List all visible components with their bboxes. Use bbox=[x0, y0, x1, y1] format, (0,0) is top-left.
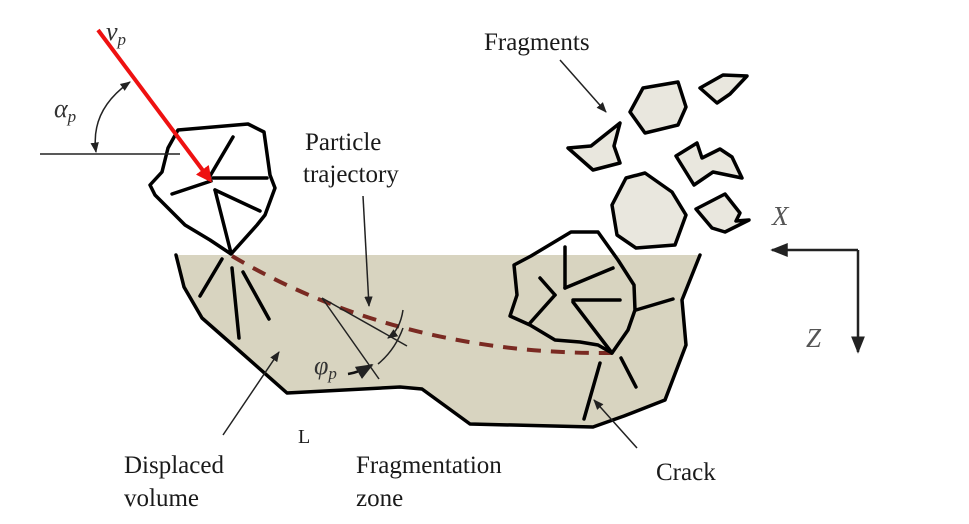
crack-label: Crack bbox=[656, 459, 716, 486]
fragments bbox=[566, 73, 751, 250]
fragments-pointer bbox=[559, 59, 607, 113]
impact-angle-arc bbox=[90, 81, 131, 154]
length-label: L bbox=[298, 426, 310, 448]
particle-trajectory-label-2: trajectory bbox=[303, 161, 399, 188]
fragmentation-zone-label-1: Fragmentation bbox=[356, 452, 502, 479]
trajectory-pointer bbox=[362, 195, 373, 308]
crater-outline bbox=[174, 253, 702, 429]
crack-pointer bbox=[593, 399, 638, 449]
impacting-particle bbox=[148, 122, 277, 256]
particle-trajectory bbox=[230, 254, 613, 356]
impact-angle-symbol: αp bbox=[54, 94, 76, 126]
velocity-symbol: vp bbox=[106, 17, 126, 49]
coordinate-axes bbox=[770, 243, 865, 354]
trajectory-angle-symbol: φp bbox=[314, 351, 337, 383]
embedded-particle bbox=[508, 230, 637, 355]
particle-trajectory-label-1: Particle bbox=[305, 129, 381, 156]
displaced-volume-label-2: volume bbox=[124, 485, 199, 512]
displaced-volume-pointer bbox=[222, 351, 280, 436]
velocity-arrow bbox=[96, 28, 212, 183]
x-axis-label: X bbox=[771, 201, 790, 231]
crack-lines bbox=[582, 297, 675, 421]
impact-cracks bbox=[198, 257, 271, 340]
displaced-volume-label-1: Displaced bbox=[124, 452, 224, 479]
target-material bbox=[176, 255, 700, 427]
fragmentation-zone-label-2: zone bbox=[356, 485, 403, 512]
z-axis-label: Z bbox=[806, 323, 822, 353]
trajectory-angle-construction bbox=[321, 297, 408, 380]
fragments-label: Fragments bbox=[484, 29, 590, 56]
